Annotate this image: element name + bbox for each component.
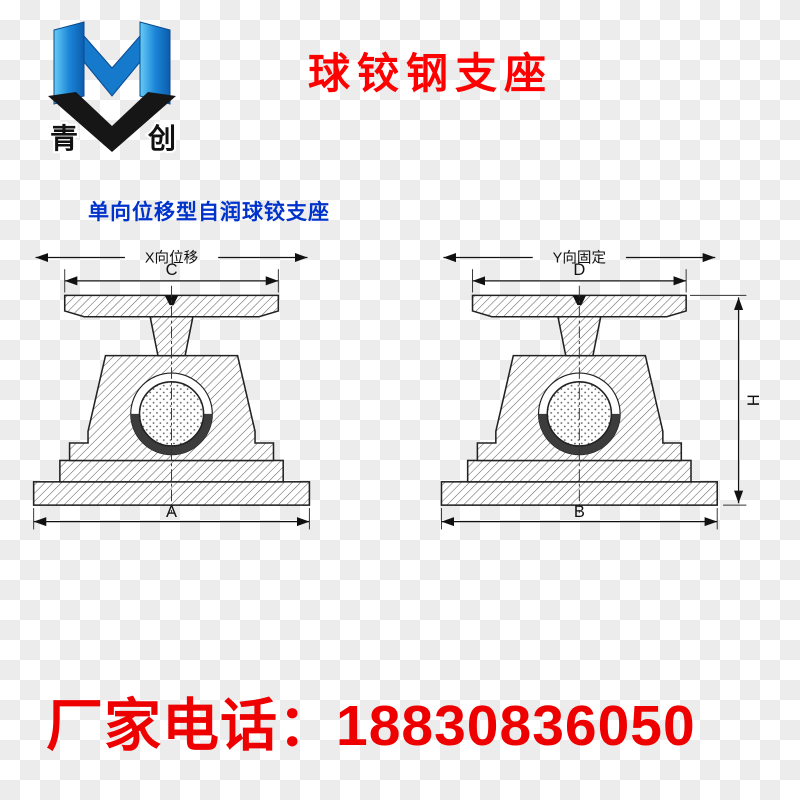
bearing-drawing-left: X向位移 C A: [32, 249, 311, 530]
right-width-label-D: D: [573, 261, 585, 279]
right-base-label-B: B: [574, 503, 585, 521]
phone-line: 厂家电话：18830836050: [46, 680, 696, 762]
bearing-drawing-right: Y向固定 D B H: [440, 249, 761, 530]
logo-char-left: 青: [50, 123, 78, 155]
right-top-dimension-label: Y向固定: [553, 249, 606, 266]
logo-char-right: 创: [147, 123, 176, 155]
right-height-label-H: H: [743, 394, 761, 406]
left-top-dimension-label: X向位移: [145, 249, 198, 266]
logo-v-mark-icon: [48, 92, 176, 152]
diagram-subtitle: 单向位移型自润球铰支座: [88, 201, 330, 224]
phone-label: 厂家电话：: [46, 694, 336, 758]
bearing-diagrams: X向位移 C A Y向固定 D B H: [32, 249, 761, 530]
page-title: 球铰钢支座: [308, 50, 554, 97]
brand-logo: 青 创: [48, 21, 178, 157]
logo-m-mark-icon: [53, 21, 171, 105]
phone-number: 18830836050: [336, 694, 696, 758]
left-base-label-A: A: [166, 503, 177, 521]
left-width-label-C: C: [166, 261, 178, 279]
